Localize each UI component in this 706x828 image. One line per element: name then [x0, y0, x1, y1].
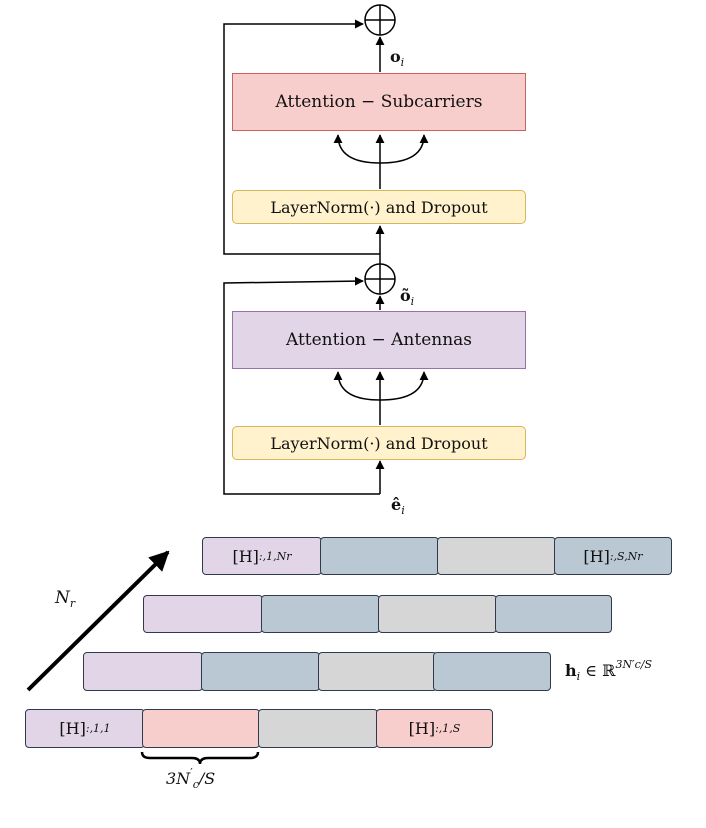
row1-seg-last: [H]:,S,Nr — [554, 537, 672, 575]
adder-bottom — [364, 263, 396, 295]
row3-seg-3 — [318, 652, 437, 691]
width-brace — [140, 751, 260, 765]
residual-loop-bottom — [223, 276, 380, 495]
label-h-i: hi ∈ ℝ3N′c/S — [565, 658, 653, 683]
row3-seg-2 — [201, 652, 320, 691]
label-e-hat-i: êi — [391, 495, 405, 517]
row1-seg-3 — [437, 537, 556, 575]
row2-seg-4 — [495, 595, 612, 633]
row4-seg-last: [H]:,1,S — [376, 709, 493, 748]
residual-loop-top — [223, 19, 380, 255]
label-nr: Nr — [55, 588, 76, 610]
attention-antennas-label: Attention − Antennas — [285, 330, 473, 350]
layernorm-bottom-label: LayerNorm(·) and Dropout — [270, 433, 488, 453]
fork-top-left — [333, 134, 381, 164]
row3-seg-4 — [433, 652, 551, 691]
row2-seg-1 — [143, 595, 263, 633]
nr-axis-arrow — [26, 550, 170, 692]
fork-bottom-right — [379, 371, 429, 401]
label-brace-width: 3N′c/S — [166, 766, 216, 791]
row4-seg-2 — [142, 709, 260, 748]
row3-seg-1 — [83, 652, 203, 691]
row2-seg-2 — [261, 595, 380, 633]
layernorm-dropout-bottom-block: LayerNorm(·) and Dropout — [232, 426, 526, 460]
layernorm-top-label: LayerNorm(·) and Dropout — [270, 197, 488, 217]
attention-antennas-block: Attention − Antennas — [232, 311, 526, 369]
attention-subcarriers-block: Attention − Subcarriers — [232, 73, 526, 131]
row4-seg-3 — [258, 709, 378, 748]
layernorm-dropout-top-block: LayerNorm(·) and Dropout — [232, 190, 526, 224]
fork-bottom-left — [333, 371, 381, 401]
row1-seg-2 — [320, 537, 439, 575]
row1-seg-first: [H]:,1,Nr — [202, 537, 322, 575]
row4-seg-first: [H]:,1,1 — [25, 709, 145, 748]
label-o-tilde-i: õi — [400, 286, 415, 308]
adder-top — [364, 4, 396, 36]
fork-top-right — [379, 134, 429, 164]
label-o-i: oi — [390, 47, 405, 69]
row2-seg-3 — [378, 595, 497, 633]
attention-subcarriers-label: Attention − Subcarriers — [275, 92, 483, 112]
